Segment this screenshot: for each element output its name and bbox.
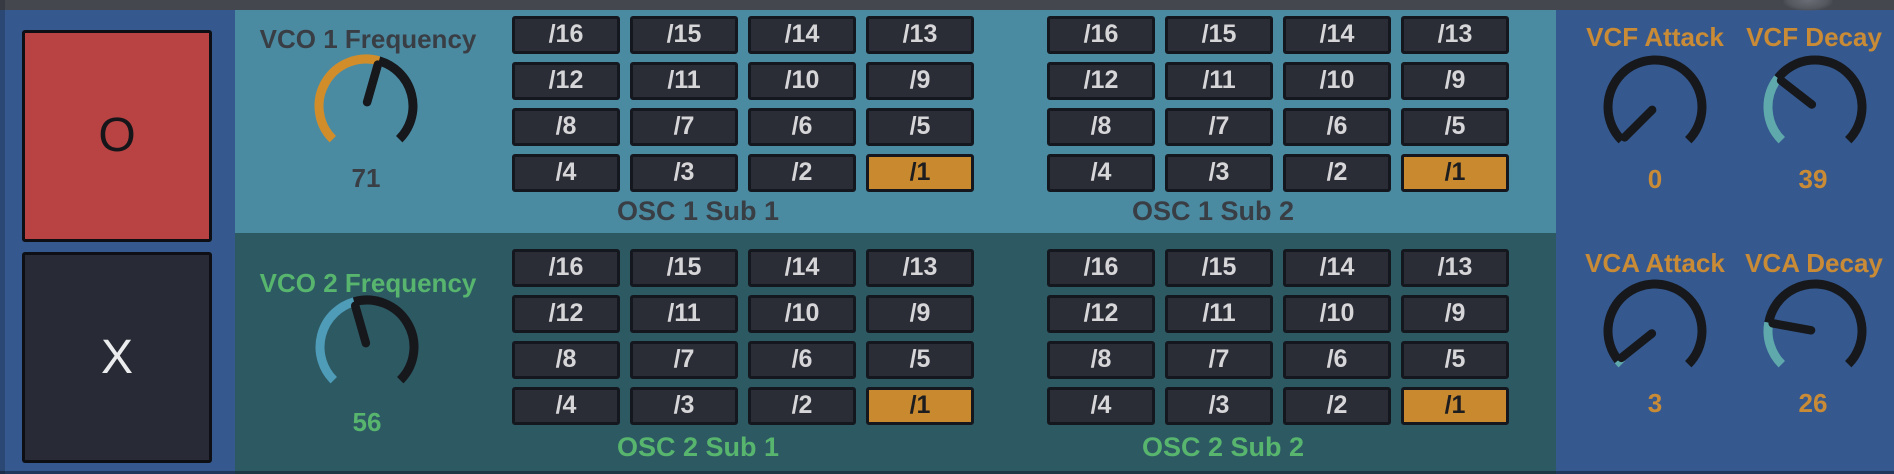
division-button-8[interactable]: /8 bbox=[512, 341, 620, 379]
division-button-10[interactable]: /10 bbox=[748, 295, 856, 333]
vco2-frequency-label: VCO 2 Frequency bbox=[259, 268, 477, 298]
division-button-13[interactable]: /13 bbox=[1401, 249, 1509, 287]
division-button-16[interactable]: /16 bbox=[1047, 249, 1155, 287]
division-button-12[interactable]: /12 bbox=[512, 62, 620, 100]
division-button-13[interactable]: /13 bbox=[866, 16, 974, 54]
division-button-5[interactable]: /5 bbox=[866, 341, 974, 379]
division-button-13[interactable]: /13 bbox=[866, 249, 974, 287]
osc1-sub1-label: OSC 1 Sub 1 bbox=[616, 196, 780, 226]
division-button-2[interactable]: /2 bbox=[1283, 387, 1391, 425]
x-trigger-pad[interactable]: X bbox=[22, 252, 212, 463]
division-button-2[interactable]: /2 bbox=[748, 387, 856, 425]
vcf-attack-knob[interactable] bbox=[1597, 49, 1713, 165]
division-button-6[interactable]: /6 bbox=[748, 108, 856, 146]
vcf-attack-value: 0 bbox=[1647, 164, 1663, 194]
division-button-16[interactable]: /16 bbox=[512, 16, 620, 54]
division-button-12[interactable]: /12 bbox=[1047, 62, 1155, 100]
division-button-6[interactable]: /6 bbox=[1283, 341, 1391, 379]
division-button-7[interactable]: /7 bbox=[630, 108, 738, 146]
division-button-3[interactable]: /3 bbox=[630, 154, 738, 192]
division-button-9[interactable]: /9 bbox=[1401, 62, 1509, 100]
division-button-15[interactable]: /15 bbox=[630, 249, 738, 287]
division-button-4[interactable]: /4 bbox=[1047, 154, 1155, 192]
division-button-3[interactable]: /3 bbox=[1165, 387, 1273, 425]
division-button-15[interactable]: /15 bbox=[1165, 249, 1273, 287]
division-button-10[interactable]: /10 bbox=[1283, 295, 1391, 333]
division-button-4[interactable]: /4 bbox=[512, 387, 620, 425]
division-button-1[interactable]: /1 bbox=[866, 387, 974, 425]
division-button-7[interactable]: /7 bbox=[630, 341, 738, 379]
o-trigger-pad[interactable]: O bbox=[22, 30, 212, 242]
vcf-decay-knob[interactable] bbox=[1757, 49, 1873, 165]
topbar-highlight bbox=[1783, 0, 1833, 11]
division-button-7[interactable]: /7 bbox=[1165, 108, 1273, 146]
division-button-11[interactable]: /11 bbox=[1165, 62, 1273, 100]
vca-attack-value: 3 bbox=[1647, 388, 1663, 418]
division-button-4[interactable]: /4 bbox=[512, 154, 620, 192]
vco1-frequency-value: 71 bbox=[351, 163, 381, 193]
division-button-5[interactable]: /5 bbox=[1401, 341, 1509, 379]
division-button-14[interactable]: /14 bbox=[748, 249, 856, 287]
vca-decay-knob[interactable] bbox=[1757, 273, 1873, 389]
osc1-sub1-grid: /16/15/14/13/12/11/10/9/8/7/6/5/4/3/2/1 bbox=[512, 16, 974, 192]
window-bottom-edge bbox=[0, 471, 1894, 474]
division-button-2[interactable]: /2 bbox=[748, 154, 856, 192]
vco2-frequency-knob[interactable] bbox=[309, 289, 425, 405]
division-button-1[interactable]: /1 bbox=[1401, 387, 1509, 425]
division-button-10[interactable]: /10 bbox=[748, 62, 856, 100]
trigger-panel: O X bbox=[0, 10, 235, 474]
osc2-sub2-grid: /16/15/14/13/12/11/10/9/8/7/6/5/4/3/2/1 bbox=[1047, 249, 1509, 425]
division-button-16[interactable]: /16 bbox=[512, 249, 620, 287]
vca-attack-knob[interactable] bbox=[1597, 273, 1713, 389]
division-button-1[interactable]: /1 bbox=[866, 154, 974, 192]
vcf-attack-label: VCF Attack bbox=[1586, 22, 1724, 52]
division-button-5[interactable]: /5 bbox=[1401, 108, 1509, 146]
title-bar bbox=[0, 0, 1894, 11]
osc2-sub2-label: OSC 2 Sub 2 bbox=[1141, 432, 1305, 462]
vcf-decay-value: 39 bbox=[1798, 164, 1828, 194]
division-button-11[interactable]: /11 bbox=[1165, 295, 1273, 333]
osc2-sub1-label: OSC 2 Sub 1 bbox=[616, 432, 780, 462]
division-button-8[interactable]: /8 bbox=[1047, 108, 1155, 146]
division-button-15[interactable]: /15 bbox=[1165, 16, 1273, 54]
division-button-14[interactable]: /14 bbox=[748, 16, 856, 54]
vca-attack-label: VCA Attack bbox=[1585, 248, 1725, 278]
division-button-8[interactable]: /8 bbox=[1047, 341, 1155, 379]
division-button-3[interactable]: /3 bbox=[630, 387, 738, 425]
division-button-14[interactable]: /14 bbox=[1283, 16, 1391, 54]
division-button-12[interactable]: /12 bbox=[1047, 295, 1155, 333]
division-button-16[interactable]: /16 bbox=[1047, 16, 1155, 54]
vca-decay-label: VCA Decay bbox=[1745, 248, 1883, 278]
vco2-frequency-value: 56 bbox=[352, 407, 382, 437]
division-button-11[interactable]: /11 bbox=[630, 295, 738, 333]
division-button-10[interactable]: /10 bbox=[1283, 62, 1391, 100]
division-button-1[interactable]: /1 bbox=[1401, 154, 1509, 192]
vco1-frequency-label: VCO 1 Frequency bbox=[259, 24, 477, 54]
division-button-6[interactable]: /6 bbox=[1283, 108, 1391, 146]
division-button-7[interactable]: /7 bbox=[1165, 341, 1273, 379]
division-button-11[interactable]: /11 bbox=[630, 62, 738, 100]
division-button-6[interactable]: /6 bbox=[748, 341, 856, 379]
window-left-edge bbox=[0, 0, 5, 474]
division-button-2[interactable]: /2 bbox=[1283, 154, 1391, 192]
division-button-8[interactable]: /8 bbox=[512, 108, 620, 146]
osc1-sub2-label: OSC 1 Sub 2 bbox=[1131, 196, 1295, 226]
division-button-3[interactable]: /3 bbox=[1165, 154, 1273, 192]
division-button-14[interactable]: /14 bbox=[1283, 249, 1391, 287]
division-button-9[interactable]: /9 bbox=[1401, 295, 1509, 333]
vco1-frequency-knob[interactable] bbox=[308, 48, 424, 164]
vca-decay-value: 26 bbox=[1798, 388, 1828, 418]
division-button-13[interactable]: /13 bbox=[1401, 16, 1509, 54]
osc2-sub1-grid: /16/15/14/13/12/11/10/9/8/7/6/5/4/3/2/1 bbox=[512, 249, 974, 425]
osc1-sub2-grid: /16/15/14/13/12/11/10/9/8/7/6/5/4/3/2/1 bbox=[1047, 16, 1509, 192]
division-button-4[interactable]: /4 bbox=[1047, 387, 1155, 425]
division-button-12[interactable]: /12 bbox=[512, 295, 620, 333]
division-button-9[interactable]: /9 bbox=[866, 62, 974, 100]
division-button-9[interactable]: /9 bbox=[866, 295, 974, 333]
division-button-15[interactable]: /15 bbox=[630, 16, 738, 54]
division-button-5[interactable]: /5 bbox=[866, 108, 974, 146]
vcf-decay-label: VCF Decay bbox=[1746, 22, 1882, 52]
